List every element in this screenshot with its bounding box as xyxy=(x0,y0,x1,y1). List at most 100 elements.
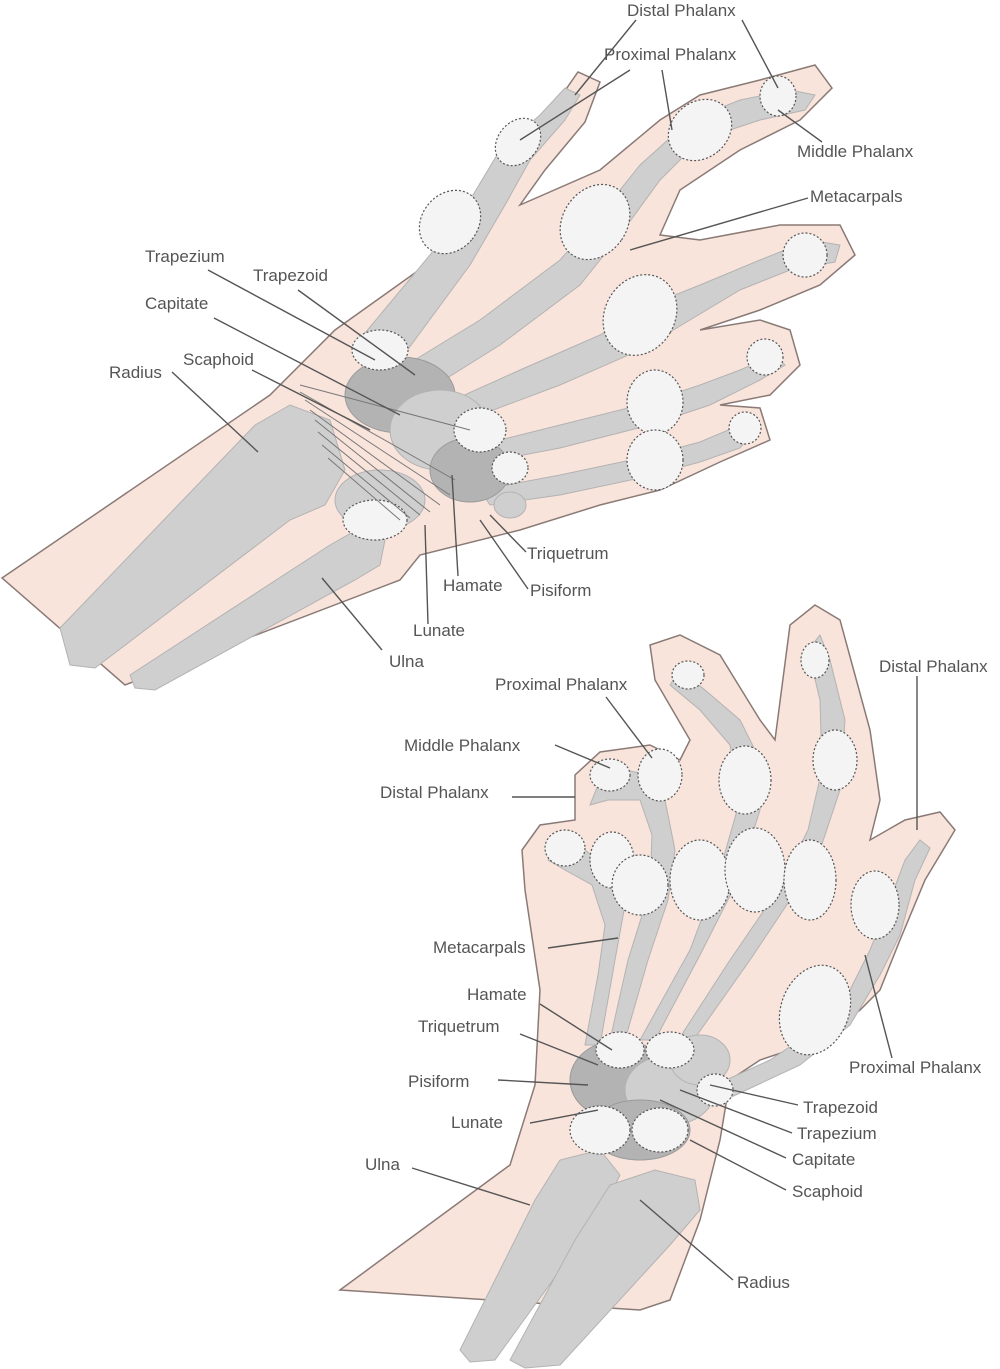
leader-top-lunate xyxy=(424,524,429,625)
anatomy-shape xyxy=(645,1031,695,1069)
leader-top-hamate xyxy=(451,474,459,577)
anatomy-shape xyxy=(759,75,797,117)
label-top-scaphoid: Scaphoid xyxy=(183,350,254,369)
leader-bottom-trapezoid xyxy=(709,1084,799,1106)
anatomy-shape xyxy=(611,854,669,916)
leader-top-ulna xyxy=(321,577,383,651)
bottom-radius-bone xyxy=(509,1169,701,1369)
label-bottom-radius: Radius xyxy=(737,1273,790,1292)
anatomy-shape xyxy=(602,274,678,356)
label-bottom-scaphoid: Scaphoid xyxy=(792,1182,863,1201)
anatomy-shape xyxy=(746,338,784,376)
anatomy-shape xyxy=(631,1107,689,1153)
leader-top-distal-phalanx xyxy=(574,19,779,96)
anatomy-shape xyxy=(493,491,527,519)
leader-bottom-proximal-phalanx-right xyxy=(864,954,893,1059)
leader-bottom-hamate xyxy=(539,1003,613,1051)
anatomy-shape xyxy=(778,964,852,1056)
anatomy-shape xyxy=(309,409,441,506)
leader-bottom-trapezium xyxy=(679,1089,793,1134)
anatomy-shape xyxy=(327,457,401,521)
anatomy-shape xyxy=(314,419,431,513)
label-top-distal-phalanx: Distal Phalanx xyxy=(627,1,736,20)
label-bottom-trapezium: Trapezium xyxy=(797,1124,877,1143)
anatomy-shape xyxy=(626,429,684,491)
anatomy-shape xyxy=(342,499,408,541)
leader-top-metacarpals xyxy=(629,197,809,251)
anatomy-shape xyxy=(724,827,786,913)
anatomy-shape xyxy=(637,748,683,802)
leader-bottom-scaphoid xyxy=(689,1139,787,1191)
label-top-trapezoid: Trapezoid xyxy=(253,266,328,285)
label-bottom-pisiform: Pisiform xyxy=(408,1072,470,1091)
leader-bottom-capitate xyxy=(659,1099,787,1159)
anatomy-shape xyxy=(669,839,731,921)
leader-top-triquetrum xyxy=(489,514,527,553)
anatomy-shape xyxy=(782,232,828,278)
leader-bottom-lunate xyxy=(529,1109,599,1124)
leader-lines xyxy=(171,19,918,1281)
label-bottom-ulna: Ulna xyxy=(365,1155,400,1174)
anatomy-shape xyxy=(589,758,631,792)
label-bottom-proximal-phalanx-right: Proximal Phalanx xyxy=(849,1058,982,1077)
label-top-hamate: Hamate xyxy=(443,576,503,595)
label-bottom-middle-phalanx: Middle Phalanx xyxy=(404,736,521,755)
bottom-joint-ligaments xyxy=(544,641,900,1155)
anatomy-shape xyxy=(321,444,411,519)
anatomy-shape xyxy=(812,729,858,791)
anatomy-shape xyxy=(569,1105,631,1155)
label-top-trapezium: Trapezium xyxy=(145,247,225,266)
anatomy-shape xyxy=(494,117,542,167)
leader-top-radius xyxy=(171,371,259,453)
anatomy-shape xyxy=(718,745,772,815)
anatomy-shape xyxy=(800,641,830,679)
anatomy-shape xyxy=(626,369,684,435)
leader-top-trapezoid xyxy=(297,289,416,376)
label-bottom-triquetrum: Triquetrum xyxy=(418,1017,500,1036)
top-ulna-bone xyxy=(129,527,386,691)
anatomy-shape xyxy=(696,1073,734,1107)
anatomy-shape xyxy=(728,411,762,445)
leader-top-proximal-phalanx xyxy=(519,69,673,141)
top-radius-bone xyxy=(59,404,346,669)
bottom-ulna-bone xyxy=(459,1149,621,1363)
anatomy-shape xyxy=(667,98,733,162)
label-top-triquetrum: Triquetrum xyxy=(527,544,609,563)
top-wrist-ligament-fibres xyxy=(299,384,471,521)
leader-bottom-triquetrum xyxy=(519,1033,599,1066)
anatomy-shape xyxy=(544,829,586,867)
top-hand-illustration xyxy=(0,64,856,691)
label-top-ulna: Ulna xyxy=(389,652,424,671)
label-bottom-distal-phalanx-right: Distal Phalanx xyxy=(879,657,988,676)
anatomy-shape xyxy=(559,183,631,261)
leader-bottom-proximal-phalanx-top xyxy=(605,696,653,759)
anatomy-shape xyxy=(317,431,421,516)
label-top-middle-phalanx: Middle Phalanx xyxy=(797,142,914,161)
leader-bottom-ulna xyxy=(411,1167,531,1206)
label-top-pisiform: Pisiform xyxy=(530,581,592,600)
label-bottom-capitate: Capitate xyxy=(792,1150,856,1169)
label-bottom-distal-phalanx-left: Distal Phalanx xyxy=(380,783,489,802)
leader-top-scaphoid xyxy=(251,369,371,431)
leader-bottom-metacarpals xyxy=(547,937,619,949)
leader-top-pisiform xyxy=(479,519,529,590)
label-top-metacarpals: Metacarpals xyxy=(810,187,903,206)
leader-top-capitate xyxy=(213,317,401,416)
label-bottom-proximal-phalanx-top: Proximal Phalanx xyxy=(495,675,628,694)
leader-top-trapezium xyxy=(207,269,376,361)
anatomy-shape xyxy=(595,1031,645,1069)
label-top-radius: Radius xyxy=(109,363,162,382)
anatomy-shape xyxy=(671,660,705,690)
label-bottom-hamate: Hamate xyxy=(467,985,527,1004)
label-bottom-lunate: Lunate xyxy=(451,1113,503,1132)
anatomy-shape xyxy=(491,451,529,485)
anatomy-shape xyxy=(418,189,482,255)
anatomy-shape xyxy=(783,839,837,921)
label-bottom-metacarpals: Metacarpals xyxy=(433,938,526,957)
anatomy-shape xyxy=(850,870,900,940)
label-bottom-trapezoid: Trapezoid xyxy=(803,1098,878,1117)
leader-bottom-pisiform xyxy=(497,1079,589,1086)
leader-top-middle-phalanx xyxy=(777,109,823,143)
